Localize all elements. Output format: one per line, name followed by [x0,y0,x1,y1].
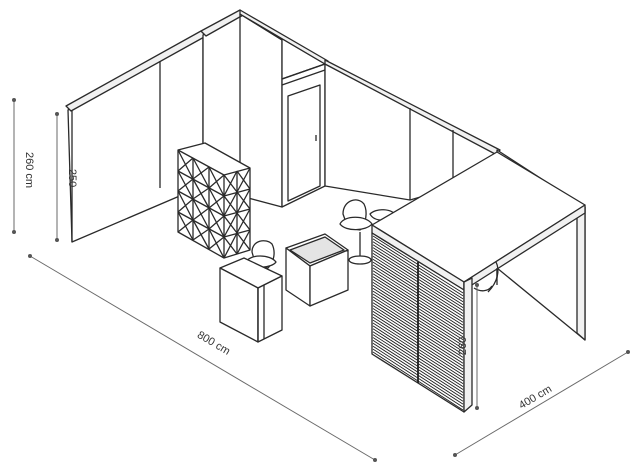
stool-right [309,249,349,307]
sideboard [219,257,283,343]
cube-shelf [177,142,251,259]
cube-stool [285,233,349,307]
dim-length-line [29,255,376,461]
dim-wall-height-label: 250 [66,169,78,187]
dimension-lines: 260 cm 250 800 cm 400 cm 260 [12,98,630,462]
storage-door[interactable] [287,84,321,202]
sideboard-side [257,275,283,343]
reception-counter [371,149,586,413]
dim-length-label: 800 cm [195,329,232,358]
dim-depth-line [454,351,629,456]
booth-walls [65,9,501,243]
counter-end-panel [463,277,473,413]
dim-counter-height-label: 260 [457,337,469,355]
dim-total-height-label: 260 cm [23,152,35,188]
